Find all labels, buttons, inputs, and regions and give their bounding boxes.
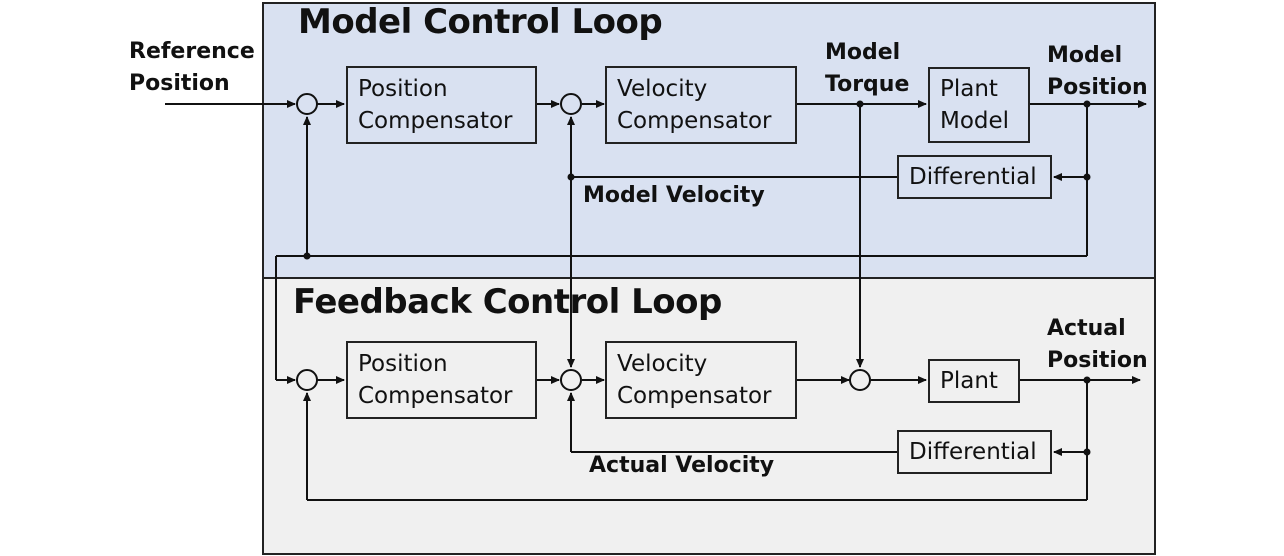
- model-control-loop-panel: [262, 2, 1156, 279]
- tap-dot-model-return: [303, 252, 311, 260]
- tap-dot-actual-position: [1083, 376, 1091, 384]
- feedback-control-loop-panel: [262, 277, 1156, 555]
- tap-dot-model-torque: [856, 100, 864, 108]
- tap-dot-model-differential: [1083, 173, 1091, 181]
- fb-sum-junction-1: [296, 369, 318, 391]
- model-sum-junction-1: [296, 93, 318, 115]
- fb-sum-junction-3: [849, 369, 871, 391]
- model-velocity-label: Model Velocity: [583, 183, 765, 208]
- actual-velocity-label: Actual Velocity: [589, 453, 775, 478]
- actual-differential-block: Differential: [897, 430, 1052, 474]
- actual-position-label: Actual Position: [1047, 316, 1148, 373]
- model-velocity-compensator-block: Velocity Compensator: [605, 66, 797, 144]
- model-torque-label: Model Torque: [825, 40, 910, 97]
- model-loop-title: Model Control Loop: [298, 2, 663, 42]
- model-position-label: Model Position: [1047, 43, 1148, 100]
- feedback-velocity-compensator-block: Velocity Compensator: [605, 341, 797, 419]
- plant-block: Plant: [928, 359, 1020, 403]
- plant-model-block: Plant Model: [928, 67, 1030, 143]
- tap-dot-model-velocity: [567, 173, 575, 181]
- feedback-loop-title: Feedback Control Loop: [293, 282, 722, 322]
- feedback-position-compensator-block: Position Compensator: [346, 341, 537, 419]
- tap-dot-model-position: [1083, 100, 1091, 108]
- model-position-compensator-block: Position Compensator: [346, 66, 537, 144]
- model-sum-junction-2: [560, 93, 582, 115]
- reference-position-label: Reference Position: [129, 39, 255, 96]
- tap-dot-actual-differential: [1083, 448, 1091, 456]
- fb-sum-junction-2: [560, 369, 582, 391]
- model-differential-block: Differential: [897, 155, 1052, 199]
